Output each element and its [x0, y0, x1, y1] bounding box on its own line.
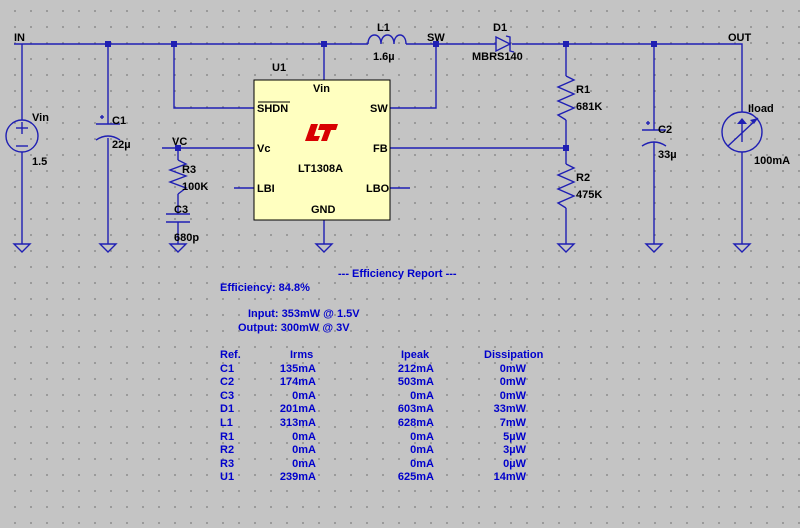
table-cell-dissipation: 33mW	[493, 403, 526, 416]
u1-pin-vin: Vin	[313, 83, 330, 95]
table-cell-ipeak: 0mA	[410, 444, 434, 457]
u1-pin-vc: Vc	[257, 143, 270, 155]
diode-d1[interactable]	[495, 35, 515, 53]
c2-value: 33µ	[658, 149, 677, 161]
vin-source[interactable]	[5, 119, 39, 153]
r3-ref: R3	[182, 164, 196, 176]
table-cell-dissipation: 0mW	[499, 376, 526, 389]
vin-value: 1.5	[32, 156, 47, 168]
l1-value: 1.6µ	[373, 51, 395, 63]
resistor-r1[interactable]	[556, 75, 576, 121]
table-cell-irms: 0mA	[292, 457, 316, 470]
u1-pin-lbo: LBO	[366, 183, 390, 195]
table-cell-dissipation: 7mW	[499, 416, 526, 429]
r2-value: 475K	[576, 189, 602, 201]
iload-value: 100mA	[754, 155, 790, 167]
table-cell-ipeak: 0mA	[410, 430, 434, 443]
resistor-r3[interactable]	[168, 159, 188, 195]
u1-ref: U1	[272, 62, 286, 74]
iload-ref: Iload	[748, 103, 774, 115]
table-cell-dissipation: 5µW	[503, 430, 526, 443]
u1-pin-shdn: SHDN	[257, 103, 288, 115]
table-cell-irms: 135mA	[279, 362, 316, 375]
r2-ref: R2	[576, 172, 590, 184]
table-cell-ipeak: 503mA	[397, 376, 434, 389]
c2-ref: C2	[658, 124, 672, 136]
inductor-l1[interactable]	[367, 34, 407, 45]
net-label-vc: VC	[172, 136, 187, 148]
table-cell-ref: C1	[220, 362, 235, 375]
table-cell-irms: 313mA	[279, 416, 316, 429]
table-cell-dissipation: 14mW	[493, 471, 526, 484]
c3-ref: C3	[174, 204, 188, 216]
u1-pin-fb: FB	[373, 143, 388, 155]
header-ref: Ref.	[220, 349, 241, 361]
r1-ref: R1	[576, 84, 590, 96]
table-cell-ref: R1	[220, 430, 235, 443]
table-cell-ipeak: 628mA	[397, 416, 434, 429]
table-cell-irms: 174mA	[279, 376, 316, 389]
table-cell-ipeak: 625mA	[397, 471, 434, 484]
ground-symbols	[12, 243, 752, 253]
iload-source[interactable]	[721, 111, 763, 153]
header-dissipation: Dissipation	[484, 349, 544, 361]
u1-part: LT1308A	[298, 163, 343, 175]
table-cell-dissipation: 0µW	[503, 457, 526, 470]
report-title: --- Efficiency Report ---	[338, 268, 457, 280]
l1-ref: L1	[377, 22, 390, 34]
lt-logo	[305, 124, 338, 141]
table-cell-ref: D1	[220, 403, 235, 416]
u1-pin-sw: SW	[370, 103, 388, 115]
c3-value: 680p	[174, 232, 199, 244]
header-irms: Irms	[290, 349, 314, 361]
report-efficiency: Efficiency: 84.8%	[220, 282, 310, 294]
table-cell-irms: 201mA	[279, 403, 316, 416]
capacitor-c2[interactable]	[641, 121, 667, 147]
report-input: Input: 353mW @ 1.5V	[248, 308, 360, 320]
table-cell-ref: C3	[220, 389, 235, 402]
table-cell-ref: L1	[220, 416, 233, 429]
net-label-in: IN	[14, 32, 25, 44]
capacitor-c3[interactable]	[166, 213, 190, 223]
d1-ref: D1	[493, 22, 507, 34]
table-cell-irms: 0mA	[292, 430, 316, 443]
table-cell-ref: C2	[220, 376, 235, 389]
table-cell-ref: U1	[220, 471, 235, 484]
table-cell-ipeak: 212mA	[397, 362, 434, 375]
header-ipeak: Ipeak	[401, 349, 430, 361]
table-cell-irms: 0mA	[292, 389, 316, 402]
table-cell-ipeak: 603mA	[397, 403, 434, 416]
table-cell-ipeak: 0mA	[410, 457, 434, 470]
table-cell-ref: R2	[220, 444, 235, 457]
net-label-sw: SW	[427, 32, 445, 44]
report-output: Output: 300mW @ 3V	[238, 322, 350, 334]
labels: IN OUT SW VC U1 Vin SHDN SW Vc FB LT1308…	[14, 22, 790, 244]
table-cell-dissipation: 0mW	[499, 389, 526, 402]
resistor-r2[interactable]	[556, 163, 576, 209]
net-label-out: OUT	[728, 32, 752, 44]
capacitor-c1[interactable]	[95, 115, 121, 141]
vin-ref: Vin	[32, 112, 49, 124]
table-cell-dissipation: 0mW	[499, 362, 526, 375]
r1-value: 681K	[576, 101, 602, 113]
c1-value: 22µ	[112, 139, 131, 151]
u1-pin-lbi: LBI	[257, 183, 275, 195]
table-cell-ref: R3	[220, 457, 235, 470]
junction-dots	[105, 41, 657, 151]
table-cell-ipeak: 0mA	[410, 389, 434, 402]
c1-ref: C1	[112, 115, 126, 127]
table-cell-irms: 239mA	[279, 471, 316, 484]
table-cell-dissipation: 3µW	[503, 444, 526, 457]
u1-pin-gnd: GND	[311, 204, 336, 216]
r3-value: 100K	[182, 181, 208, 193]
u1-chip[interactable]	[253, 79, 391, 221]
d1-value: MBRS140	[472, 51, 523, 63]
table-cell-irms: 0mA	[292, 444, 316, 457]
